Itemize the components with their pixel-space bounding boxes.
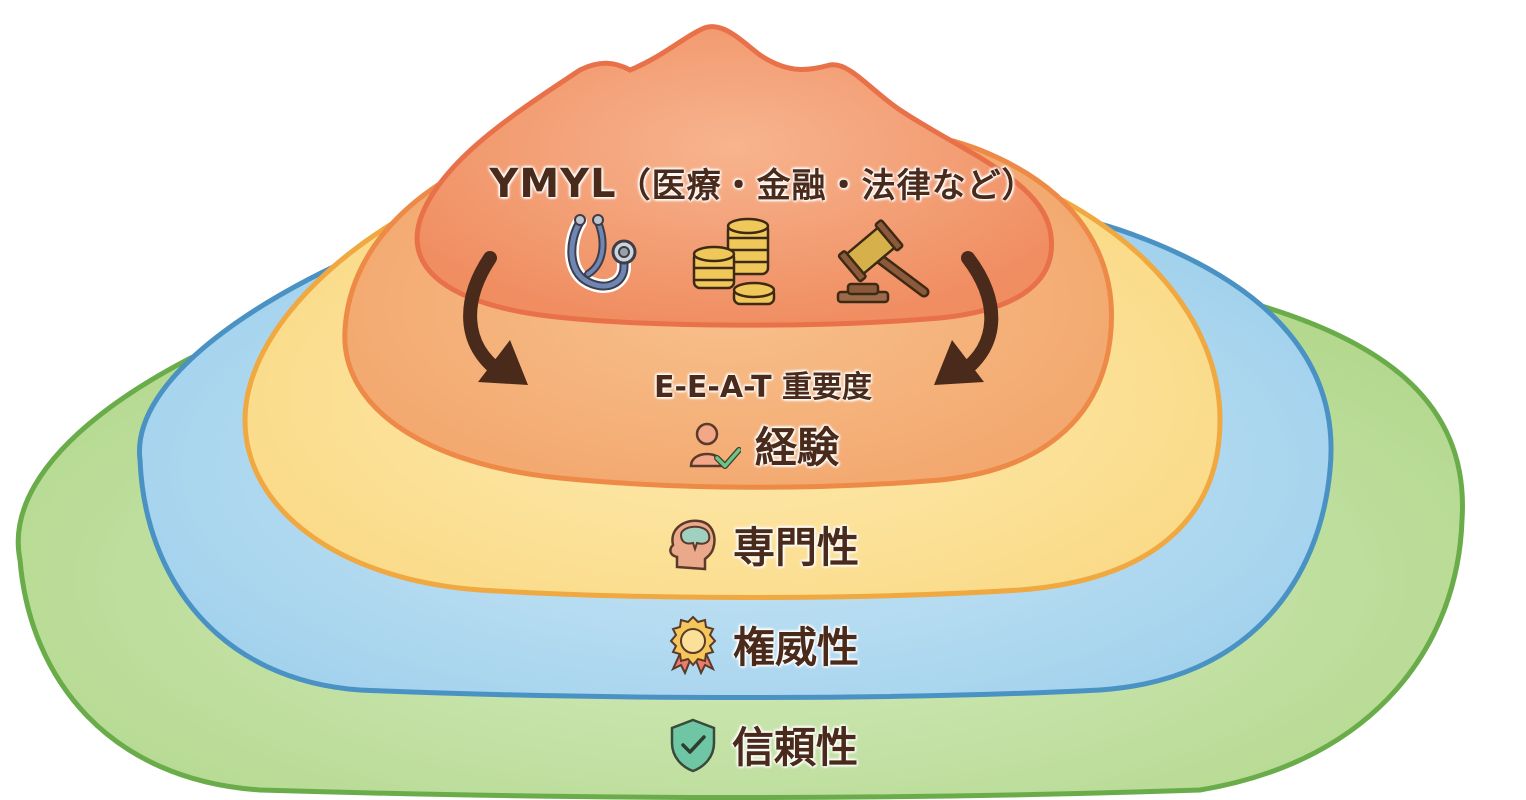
gavel-icon <box>836 219 930 304</box>
stethoscope-icon <box>564 214 637 293</box>
ymyl-title-sub: （医療・金融・法律など） <box>616 166 1037 206</box>
layer-label-trust: 信頼性 <box>0 714 1526 775</box>
award-ribbon-icon <box>669 615 717 675</box>
eeat-importance-subtitle: E-E-A-T 重要度 <box>653 370 873 405</box>
right-curved-arrow-icon <box>934 251 999 385</box>
ymyl-title: YMYL（医療・金融・法律など） <box>0 158 1526 207</box>
person-check-icon <box>689 422 741 469</box>
layer-label-text: 信頼性 <box>731 723 858 772</box>
ymyl-title-main: YMYL <box>489 161 617 207</box>
layer-label-text: 経験 <box>754 423 839 472</box>
summit-icons <box>540 212 960 322</box>
coins-icon <box>692 217 776 306</box>
layer-label-text: 権威性 <box>732 623 859 672</box>
layer-label-experience: 経験 <box>0 414 1526 475</box>
shield-check-icon <box>670 718 716 772</box>
left-curved-arrow-icon <box>463 251 528 385</box>
layer-label-authority: 権威性 <box>0 614 1526 675</box>
layer-label-expertise: 専門性 <box>0 514 1526 575</box>
brain-head-icon <box>669 518 716 570</box>
layer-label-text: 専門性 <box>732 523 859 572</box>
